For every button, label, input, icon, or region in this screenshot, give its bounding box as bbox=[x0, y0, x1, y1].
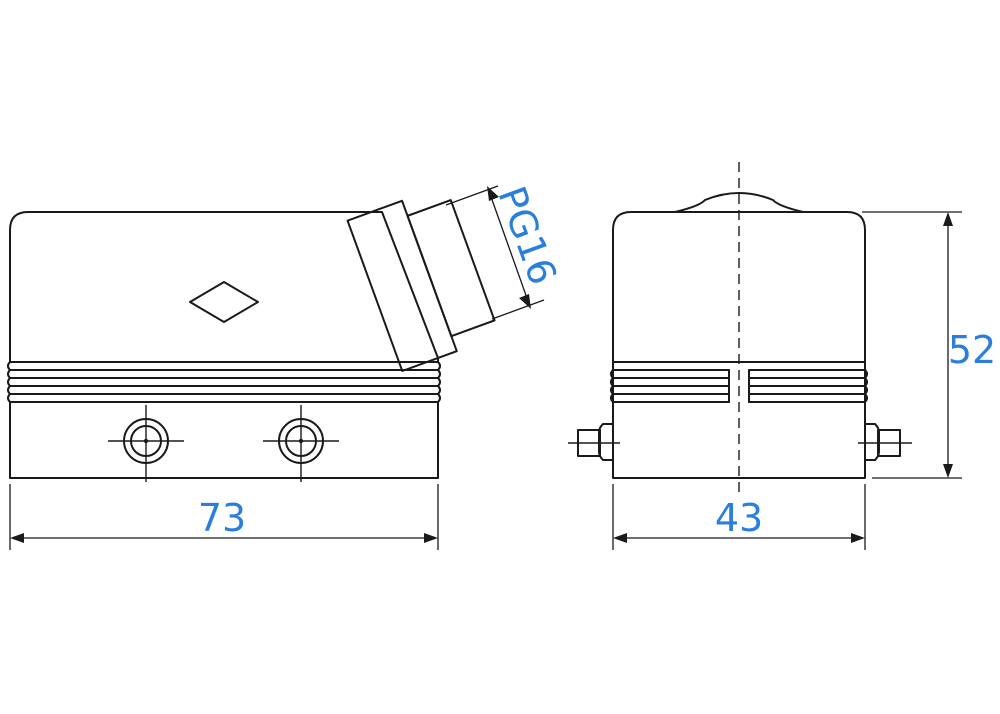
screw-hole-right bbox=[263, 405, 339, 482]
screw-hole-left bbox=[108, 405, 184, 482]
front-ribs-left bbox=[610, 369, 730, 403]
front-screw-right bbox=[858, 423, 912, 461]
side-view-hood-outline bbox=[9, 211, 439, 363]
cable-entry-label: PG16 bbox=[489, 181, 565, 291]
height-dimension bbox=[862, 211, 962, 479]
cable-gland bbox=[346, 199, 496, 372]
diamond-logo-icon bbox=[189, 281, 259, 323]
height-label: 52 bbox=[948, 328, 996, 372]
front-view: 43 52 bbox=[568, 162, 996, 550]
front-screw-left bbox=[568, 423, 620, 461]
width-label: 43 bbox=[715, 496, 763, 540]
length-label: 73 bbox=[198, 496, 246, 540]
top-dome bbox=[674, 192, 804, 213]
side-view-base bbox=[9, 401, 439, 479]
front-ribs-right bbox=[748, 369, 868, 403]
side-view: 73 PG16 bbox=[7, 181, 565, 550]
cable-entry-dimension bbox=[445, 185, 545, 320]
front-view-outline bbox=[612, 211, 866, 479]
length-dimension bbox=[9, 484, 439, 550]
width-dimension bbox=[612, 484, 866, 550]
